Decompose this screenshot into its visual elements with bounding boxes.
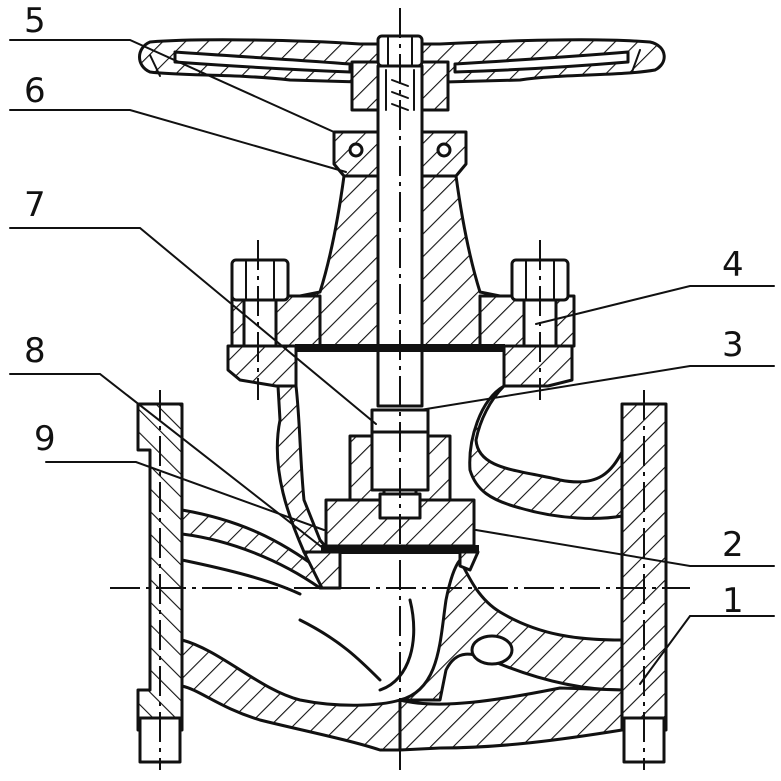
callout-8: 8 [24, 331, 46, 371]
callout-4: 4 [722, 245, 744, 285]
callout-3: 3 [722, 325, 744, 365]
callout-9: 9 [34, 419, 56, 459]
flow-passage-line [180, 558, 302, 596]
callout-6: 6 [24, 71, 46, 111]
valve-body [136, 344, 668, 764]
leader-lines [9, 39, 775, 685]
callout-5: 5 [24, 1, 46, 41]
flow-passage-line [298, 618, 382, 682]
flow-passage-line [378, 598, 416, 692]
callout-2: 2 [722, 525, 744, 565]
seat-right [458, 550, 480, 572]
callout-1: 1 [722, 581, 744, 621]
callout-7: 7 [24, 185, 46, 225]
